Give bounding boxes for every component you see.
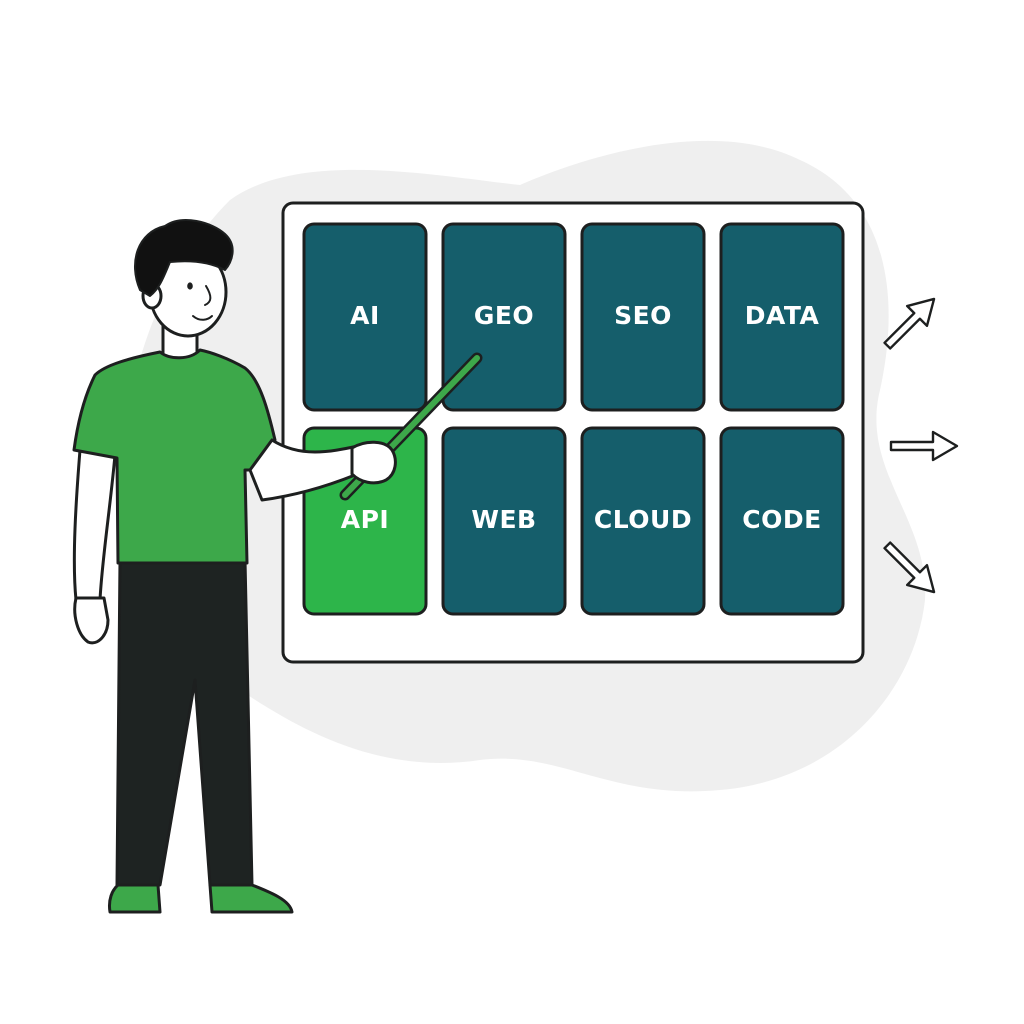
tile-ai: AI	[302, 222, 428, 412]
board: AI GEO SEO DATA API WEB CLOUD CODE	[281, 201, 865, 664]
eye	[187, 282, 193, 290]
tile-label: WEB	[471, 505, 536, 534]
left-shoe	[108, 883, 162, 914]
arrow-right-icon	[889, 430, 959, 462]
tile-label: CODE	[742, 505, 821, 534]
tile-label: GEO	[474, 301, 534, 330]
tile-label: DATA	[745, 301, 820, 330]
tile-background	[441, 426, 567, 616]
left-arm	[72, 448, 117, 602]
tile-label: API	[341, 505, 389, 534]
tile-data: DATA	[719, 222, 845, 412]
tile-background	[580, 222, 706, 412]
tile-web: WEB	[441, 426, 567, 616]
right-hand	[350, 440, 397, 485]
arrow-down-right-icon	[883, 541, 936, 594]
tile-background	[580, 426, 706, 616]
tile-grid: AI GEO SEO DATA API WEB CLOUD CODE	[302, 222, 845, 616]
left-hand	[73, 596, 110, 645]
arrow-up-right-icon	[883, 297, 936, 350]
presenter-illustration	[72, 219, 483, 914]
pants	[115, 558, 254, 887]
tile-background	[719, 426, 845, 616]
tile-label: CLOUD	[594, 505, 692, 534]
mouth	[192, 315, 213, 321]
nose	[204, 285, 212, 306]
arrows	[883, 297, 959, 594]
tile-seo: SEO	[580, 222, 706, 412]
shirt	[72, 348, 277, 565]
right-shoe	[208, 883, 294, 914]
tile-label: AI	[350, 301, 380, 330]
tile-code: CODE	[719, 426, 845, 616]
tile-background	[719, 222, 845, 412]
tile-label: SEO	[614, 301, 672, 330]
board-frame	[281, 201, 865, 664]
hair	[134, 219, 234, 297]
tile-background	[302, 222, 428, 412]
tile-cloud: CLOUD	[580, 426, 706, 616]
